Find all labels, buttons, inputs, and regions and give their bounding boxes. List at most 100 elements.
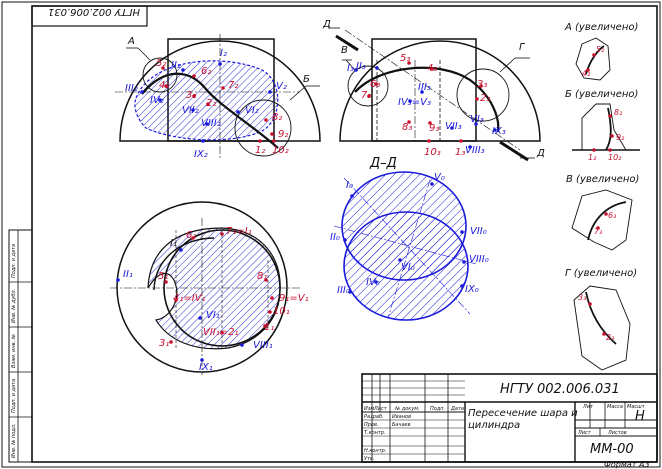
section-point-label: VI₀ [401, 262, 415, 273]
front-point-label: IX₂ [194, 149, 208, 160]
side-strip-label-2: Инв. № дубл. [11, 289, 17, 323]
front-point-label: IV₂ [150, 95, 164, 106]
profile-points [354, 61, 497, 149]
front-point-label: VIII₂ [201, 118, 221, 129]
detail-v-title: В (увеличено) [566, 174, 639, 185]
front-point-label: III₂ [125, 83, 138, 94]
profile-point-label: 4₃ [427, 63, 437, 74]
top-point-label: VI₁ [206, 310, 220, 321]
format-text: Формат А3 [604, 460, 650, 469]
section-point-label: II₀ [330, 232, 340, 243]
front-point-label: II₂ [171, 60, 181, 71]
profile-point-label: Г [519, 42, 526, 53]
profile-point-label: IV₃=V₃ [398, 97, 431, 108]
detail-b-label-4: 10₂ [608, 153, 622, 162]
profile-point-label: 9₃ [429, 123, 439, 134]
name-checked: Бачаев [392, 422, 411, 428]
detail-g-label-1: 3₃ [578, 293, 586, 302]
profile-point-label: IX₃ [492, 126, 506, 137]
profile-point-label: В [341, 45, 348, 56]
rotated-code-text: НГТУ 002.006.031 [48, 6, 140, 17]
detail-g-label-2: 2₃ [606, 333, 614, 342]
front-point-label: V₂ [276, 81, 287, 92]
profile-point-label: 8₃ [402, 122, 412, 133]
detail-b-label-3: 1₂ [588, 153, 597, 162]
top-point-label: 5₁ [158, 271, 168, 282]
profile-point-label: Д [322, 19, 331, 30]
front-point-label: 8₂ [272, 112, 282, 123]
name-developed: Иванов [392, 414, 411, 420]
front-point-label: 3₂ [186, 90, 196, 101]
row-date: Дата [450, 406, 464, 412]
profile-point-label: II₃ [356, 61, 366, 72]
front-point-label: 7₂ [228, 80, 238, 91]
row-change: Изм [364, 406, 374, 412]
row-docnum: № докум. [394, 406, 420, 412]
top-point-label: 4₁=IV₁ [173, 293, 206, 304]
detail-g: Г (увеличено) 3₃ 2₃ [565, 268, 637, 371]
col-lit: Лит [582, 404, 594, 410]
side-strip: Подп. и дата Инв. № дубл. Взам. инв. № П… [8, 229, 33, 463]
top-point-label: 9₁=V₁ [279, 293, 309, 304]
sheet-letter: Н [635, 409, 645, 424]
section-point-label: VIII₀ [469, 254, 489, 265]
profile-point-label: VI₃ [470, 114, 484, 125]
front-point-label: 5₂ [156, 58, 166, 69]
section-point-label: I₀ [346, 180, 353, 191]
top-point-label: VIII₁ [253, 340, 273, 351]
col-sheet: Лист [577, 430, 592, 436]
front-point-label: 1₂ [255, 145, 265, 156]
section-point-label: IV₀ [366, 277, 380, 288]
top-point-label: IX₁ [199, 362, 213, 373]
col-scale: Масшт [627, 404, 646, 410]
title-line-1: Пересечение шара и [468, 408, 578, 419]
designation: ММ-00 [590, 442, 634, 457]
doc-code: НГТУ 002.006.031 [500, 382, 620, 397]
front-point-label: 4₂ [159, 80, 169, 91]
detail-a: А (увеличено) 5₂ 4₂ [564, 22, 638, 81]
section-title: Д–Д [369, 156, 397, 171]
col-sheets: Листов [607, 430, 627, 436]
detail-b-label-2: 9₂ [616, 133, 625, 142]
top-point-label: I₁ [170, 238, 177, 249]
section-point-label: V₀ [434, 172, 445, 183]
top-point-label: 8₁ [257, 271, 267, 282]
top-point-label: 7₁=I₁ [226, 226, 252, 237]
front-point-label: A [127, 36, 135, 47]
detail-a-label-1: 5₂ [596, 45, 605, 54]
section-point-label: IX₀ [465, 284, 479, 295]
profile-point-label: I₃ [347, 63, 354, 74]
front-point-label: VI₂ [245, 105, 259, 116]
side-strip-label-5: Инв. № подл. [11, 424, 17, 459]
front-point-label: Б [303, 74, 310, 85]
section-point-label: VII₀ [470, 226, 487, 237]
profile-point-label: 2₃ [480, 93, 490, 104]
row-sign: Подп. [430, 406, 445, 412]
detail-a-title: А (увеличено) [564, 22, 638, 33]
profile-point-label: 1₃ [455, 147, 465, 158]
detail-v-label-2: 7₃ [594, 227, 602, 236]
col-mass: Масса [607, 404, 623, 410]
front-point-label: 2₂ [206, 98, 216, 109]
row-ncontrol: Н.контр. [364, 448, 386, 454]
top-points [116, 232, 274, 362]
top-point-label: VII₁=2₁ [203, 327, 239, 338]
side-strip-label-4: Подп. и дата [11, 379, 17, 413]
profile-point-label: 5₃ [400, 53, 410, 64]
profile-point-label: 10₃ [424, 147, 441, 158]
profile-point-label: VIII₃ [465, 145, 485, 156]
top-point-label: 3₁ [159, 338, 169, 349]
profile-point-label: Д [536, 148, 545, 159]
side-strip-label-1: Подп. и дата [11, 244, 17, 278]
top-point-label: 10₁ [273, 306, 290, 317]
detail-b-title: Б (увеличено) [565, 89, 638, 100]
